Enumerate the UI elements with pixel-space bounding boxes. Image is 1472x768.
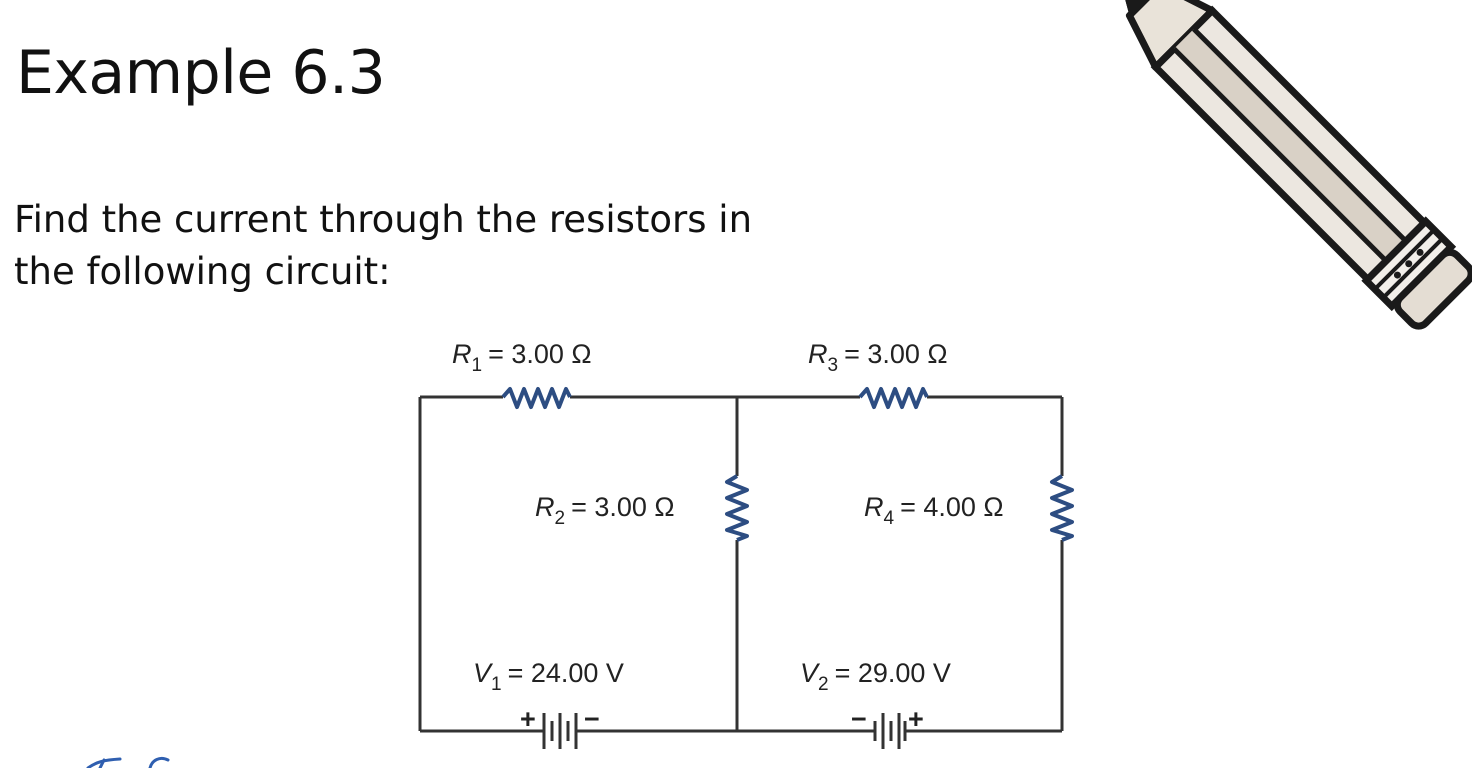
resistor-r4 bbox=[1050, 474, 1074, 542]
circuit-wires bbox=[418, 395, 1064, 733]
v1-plus-sign: + bbox=[520, 704, 536, 734]
problem-statement: Find the current through the resistors i… bbox=[14, 194, 834, 298]
label-r3: R3= 3.00 Ω bbox=[808, 339, 948, 376]
battery-v1 bbox=[542, 713, 578, 749]
resistor-r2 bbox=[725, 474, 749, 542]
slide-title: Example 6.3 bbox=[16, 38, 386, 108]
v2-minus-sign: − bbox=[851, 704, 867, 734]
v1-minus-sign: − bbox=[584, 704, 600, 734]
label-v1: V1= 24.00 V bbox=[473, 658, 624, 695]
v2-plus-sign: + bbox=[908, 704, 924, 734]
resistor-r3 bbox=[858, 387, 929, 409]
label-r1: R1= 3.00 Ω bbox=[452, 339, 592, 376]
label-r2: R2= 3.00 Ω bbox=[535, 492, 675, 529]
problem-line-1: Find the current through the resistors i… bbox=[14, 198, 753, 241]
resistor-r1 bbox=[501, 387, 572, 409]
label-r4: R4= 4.00 Ω bbox=[864, 492, 1004, 529]
problem-line-2: the following circuit: bbox=[14, 250, 391, 293]
label-v2: V2= 29.00 V bbox=[800, 658, 951, 695]
battery-v2 bbox=[873, 713, 907, 749]
